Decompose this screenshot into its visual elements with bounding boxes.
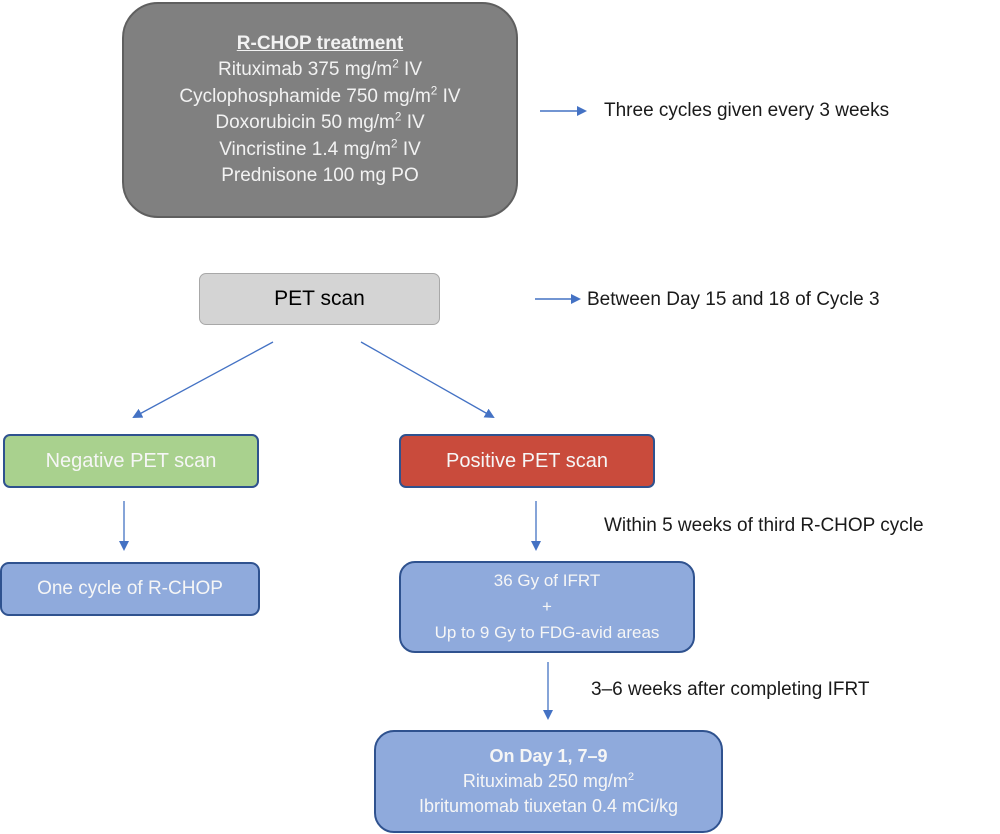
arrow-to-positive: [360, 341, 495, 418]
ibritumomab-line-dose: Ibritumomab tiuxetan 0.4 mCi/kg: [418, 796, 679, 816]
one-cycle-rchop-box: One cycle of R-CHOP: [0, 562, 260, 616]
ibritumomab-box: On Day 1, 7–9 Rituximab 250 mg/m2 Ibritu…: [374, 730, 723, 833]
rchop-line-doxorubicin: Doxorubicin 50 mg/m2 IV: [215, 110, 425, 133]
pet-timing-note: Between Day 15 and 18 of Cycle 3: [587, 289, 880, 310]
negative-pet-box: Negative PET scan: [3, 434, 259, 488]
ibritumomab-line-rituximab: Rituximab 250 mg/m2: [462, 771, 635, 791]
ifrt-timing-note: Within 5 weeks of third R-CHOP cycle: [604, 515, 924, 536]
final-timing-note: 3–6 weeks after completing IFRT: [591, 679, 870, 700]
rchop-cycle-note: Three cycles given every 3 weeks: [604, 100, 890, 121]
rchop-line-cyclophosphamide: Cyclophosphamide 750 mg/m2 IV: [179, 84, 461, 107]
ibritumomab-title: On Day 1, 7–9: [489, 746, 608, 766]
ifrt-line-2: Up to 9 Gy to FDG-avid areas: [434, 623, 660, 642]
rchop-line-prednisone: Prednisone 100 mg PO: [221, 165, 419, 186]
rchop-line-rituximab: Rituximab 375 mg/m2 IV: [217, 57, 422, 80]
rchop-line-vincristine: Vincristine 1.4 mg/m2 IV: [219, 137, 421, 160]
rchop-treatment-box: R-CHOP treatment Rituximab 375 mg/m2 IV …: [122, 2, 518, 218]
arrow-to-negative: [132, 341, 274, 418]
ifrt-line-1: 36 Gy of IFRT: [493, 571, 601, 590]
rchop-title: R-CHOP treatment: [236, 32, 404, 54]
ifrt-box: 36 Gy of IFRT + Up to 9 Gy to FDG-avid a…: [399, 561, 695, 653]
pet-scan-box: PET scan: [199, 273, 440, 325]
ifrt-plus: +: [542, 597, 552, 616]
positive-pet-box: Positive PET scan: [399, 434, 655, 488]
